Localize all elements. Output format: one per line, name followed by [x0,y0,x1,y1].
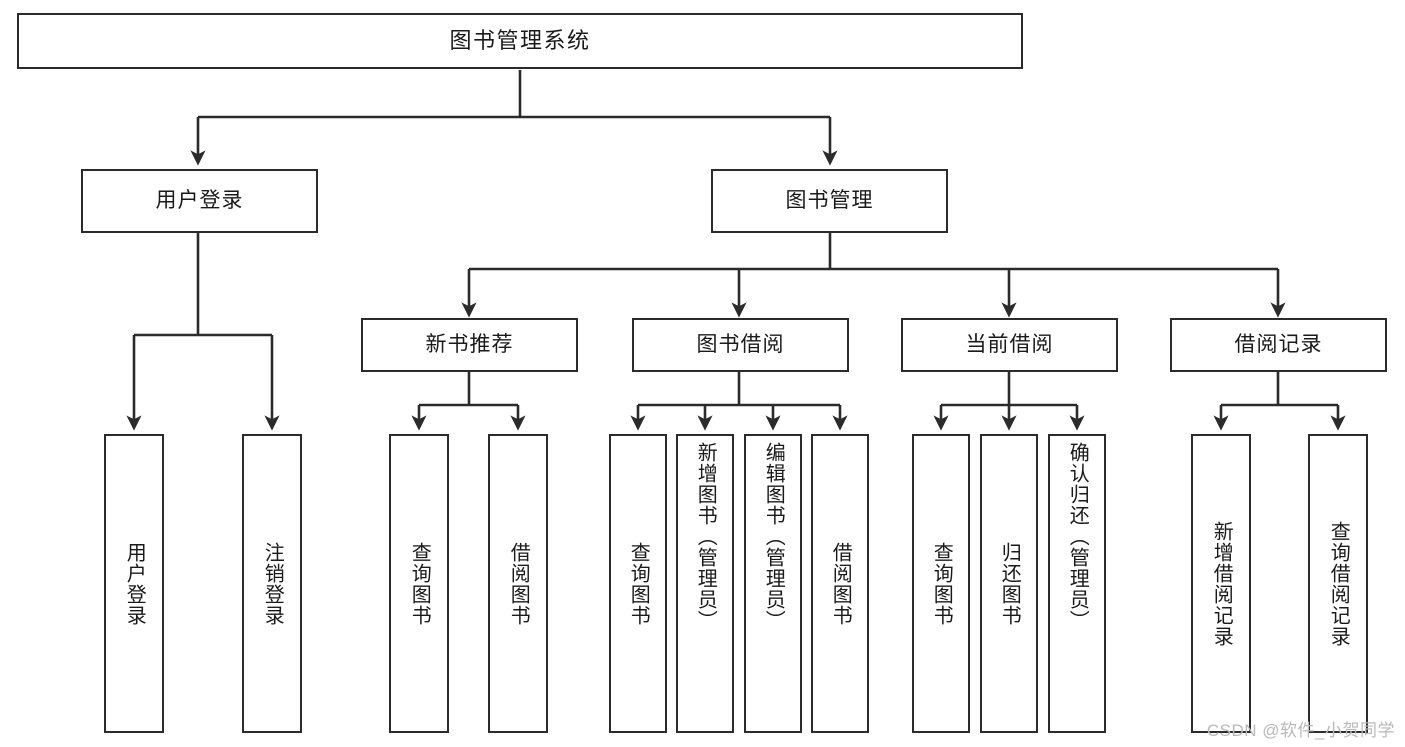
node-label: 查询图书 [408,541,431,626]
node-book-borrow[interactable]: 图书借阅 [632,318,849,372]
node-label: 查询图书 [930,541,953,626]
node-label: 编辑图书（管理员） [762,442,785,631]
node-label: 图书管理系统 [449,27,591,53]
node-leaf-edit-book[interactable]: 编辑图书（管理员） [744,434,802,733]
node-label: 用户登录 [155,189,244,213]
node-leaf-return-book[interactable]: 归还图书 [980,434,1038,733]
node-label: 借阅图书 [507,541,530,626]
node-label: 用户登录 [123,541,146,626]
node-label: 注销登录 [261,541,284,626]
node-leaf-add-book[interactable]: 新增图书（管理员） [676,434,734,733]
node-root-book-management-system[interactable]: 图书管理系统 [17,13,1023,69]
node-label: 新增借阅记录 [1210,520,1233,647]
node-label: 借阅记录 [1234,333,1323,357]
node-leaf-query-book-3[interactable]: 查询图书 [912,434,970,733]
node-current-borrow[interactable]: 当前借阅 [901,318,1118,372]
node-label: 查询借阅记录 [1327,520,1350,647]
node-leaf-borrow-book-2[interactable]: 借阅图书 [811,434,869,733]
node-label: 归还图书 [998,541,1021,626]
node-leaf-query-book-1[interactable]: 查询图书 [389,434,449,733]
node-leaf-borrow-book-1[interactable]: 借阅图书 [488,434,548,733]
node-label: 图书管理 [785,189,874,213]
node-leaf-logout-login[interactable]: 注销登录 [242,434,302,733]
node-label: 新增图书（管理员） [694,442,717,631]
node-leaf-user-login[interactable]: 用户登录 [104,434,164,733]
node-label: 查询图书 [627,541,650,626]
node-book-manage[interactable]: 图书管理 [711,169,948,233]
node-label: 当前借阅 [965,333,1054,357]
node-leaf-query-record[interactable]: 查询借阅记录 [1308,434,1368,733]
node-user-login[interactable]: 用户登录 [81,169,318,233]
node-borrow-record[interactable]: 借阅记录 [1170,318,1387,372]
node-leaf-add-record[interactable]: 新增借阅记录 [1191,434,1251,733]
node-label: 新书推荐 [425,333,514,357]
node-leaf-confirm-return[interactable]: 确认归还（管理员） [1048,434,1106,733]
node-label: 借阅图书 [829,541,852,626]
watermark-text: CSDN @软件_小贺同学 [1206,721,1395,740]
node-label: 图书借阅 [696,333,785,357]
node-label: 确认归还（管理员） [1066,442,1089,631]
node-new-book-recommend[interactable]: 新书推荐 [361,318,578,372]
node-leaf-query-book-2[interactable]: 查询图书 [609,434,667,733]
